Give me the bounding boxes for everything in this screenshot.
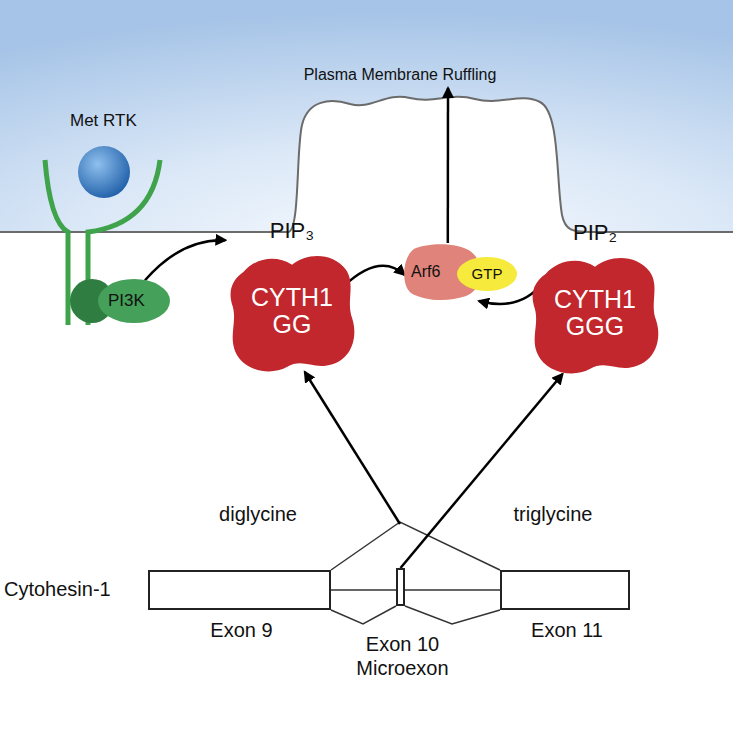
node-text: CYTH1 GGG xyxy=(542,286,648,341)
protein-blob xyxy=(231,256,355,371)
microexon-box: Exon 10 Microexon xyxy=(396,568,405,606)
node-heading: Arf6 xyxy=(411,262,440,281)
node-heading: Exon 10 Microexon xyxy=(342,632,463,680)
arrow-connector xyxy=(305,372,400,524)
edge-label: triglycine xyxy=(514,502,593,526)
exon-box: Exon 11 xyxy=(500,570,630,610)
node-heading: PI3K xyxy=(108,291,145,311)
pi3k-enzyme: PI3K xyxy=(70,278,170,324)
node-text: Plasma Membrane Ruffling xyxy=(304,66,497,84)
intron-line xyxy=(331,589,396,591)
node-text: GTP xyxy=(472,266,503,283)
node-heading: Exon 9 xyxy=(172,618,312,642)
receptor-arm xyxy=(45,160,68,325)
gtp-molecule: GTP xyxy=(457,257,517,291)
splice-line xyxy=(331,522,500,570)
gtp-ellipse xyxy=(457,257,517,291)
cytoplasm xyxy=(0,97,733,733)
plasma-membrane xyxy=(0,97,733,232)
intron-line xyxy=(405,589,500,591)
cyth1-gg-protein: PIP₃CYTH1 GG xyxy=(228,250,356,372)
arrow-connector xyxy=(447,88,450,243)
receptor-label: Met RTK xyxy=(70,111,137,131)
arrow-connector xyxy=(401,374,563,568)
protein-blob xyxy=(533,258,659,373)
arrow-connector xyxy=(343,266,404,287)
node-heading: Exon 11 xyxy=(507,618,627,642)
hgf-ligand xyxy=(78,146,130,198)
edge-label: diglycine xyxy=(219,502,297,526)
pi3k-subunit xyxy=(98,279,170,323)
splice-line xyxy=(405,606,500,624)
arrow-connector xyxy=(145,240,225,280)
node-heading: PIP₃ xyxy=(228,218,356,244)
cyth1-ggg-protein: PIP₂CYTH1 GGG xyxy=(530,252,660,374)
node-heading: PIP₂ xyxy=(530,220,660,246)
splice-line xyxy=(331,606,396,624)
gene-label: Cytohesin-1 xyxy=(4,577,111,601)
node-text: CYTH1 GG xyxy=(240,284,344,339)
arf6-gtpase: Arf6GTP xyxy=(403,243,483,301)
outcome-label: Plasma Membrane Ruffling xyxy=(250,62,550,88)
exon-box: Exon 9 xyxy=(148,570,331,610)
